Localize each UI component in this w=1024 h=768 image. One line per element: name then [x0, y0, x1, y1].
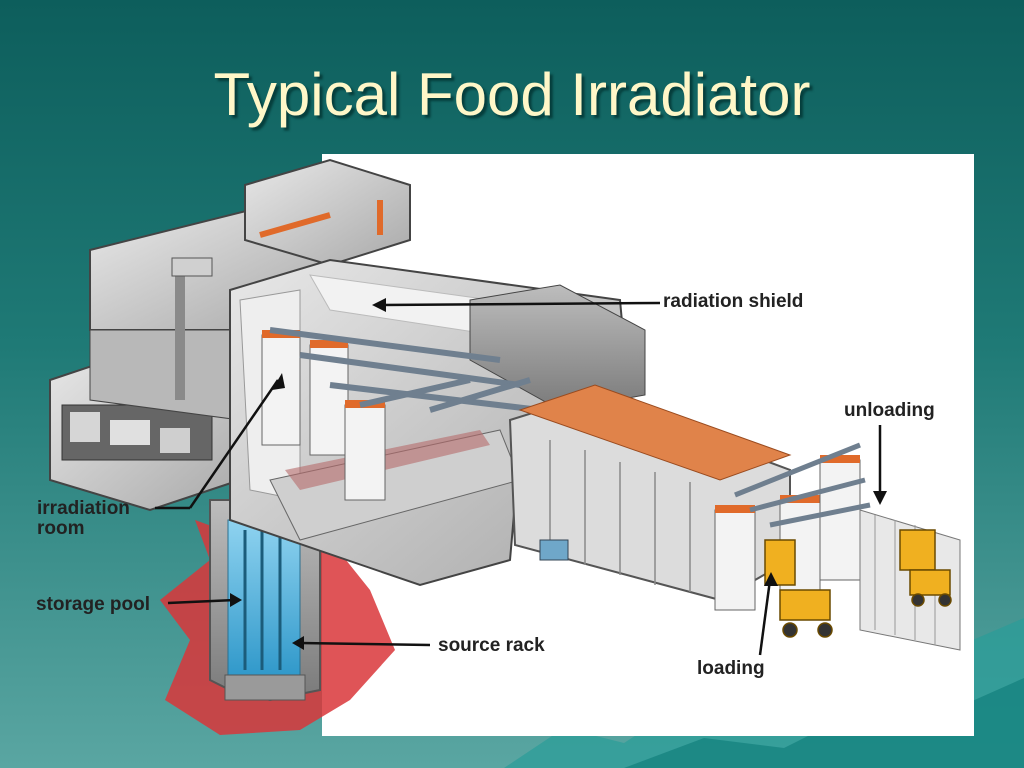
forklift-unloading [899, 529, 952, 607]
label-radiation-shield: radiation shield [663, 291, 804, 312]
arrow-heads [230, 298, 887, 650]
label-storage-pool: storage pool [36, 594, 151, 615]
pool-base [224, 674, 306, 701]
label-source-rack: source rack [438, 635, 545, 656]
label-loading: loading [697, 658, 765, 679]
label-irradiation-room-line1: irradiation [37, 498, 130, 519]
forklift-loading [764, 539, 833, 638]
leader-lines [155, 301, 882, 656]
label-irradiation-room-line2: room [37, 518, 85, 539]
slide-title: Typical Food Irradiator [213, 61, 811, 128]
label-unloading: unloading [844, 400, 935, 421]
top-box [244, 158, 411, 267]
overhead-rails [269, 327, 541, 413]
